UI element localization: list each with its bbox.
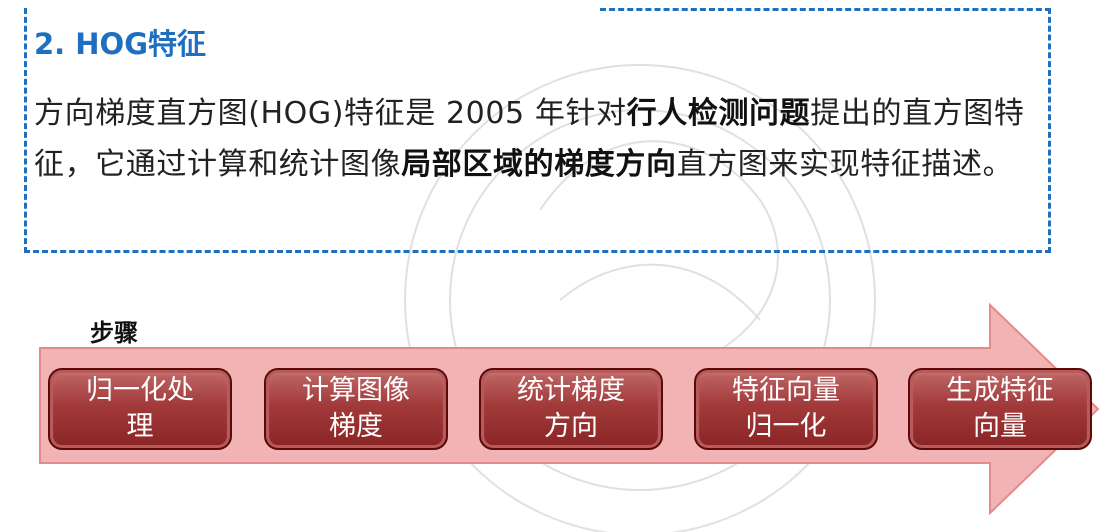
- step-label: 统计梯度 方向: [517, 375, 625, 442]
- step-label: 归一化处 理: [86, 375, 194, 442]
- paragraph-text: 提出的直方图特征，它通过计算和统计图像: [34, 96, 1025, 182]
- step-box: 统计梯度 方向: [479, 368, 663, 450]
- step-box: 计算图像 梯度: [264, 368, 448, 450]
- paragraph-text: 方向梯度直方图(HOG)特征是 2005 年针对: [34, 96, 627, 131]
- step-label: 计算图像 梯度: [302, 375, 410, 442]
- step-box: 生成特征 向量: [908, 368, 1092, 450]
- step-box: 归一化处 理: [48, 368, 232, 450]
- highlighted-term: 局部区域的梯度方向: [401, 147, 677, 182]
- step-label: 生成特征 向量: [946, 375, 1054, 442]
- description-paragraph: 方向梯度直方图(HOG)特征是 2005 年针对行人检测问题提出的直方图特征，它…: [34, 88, 1029, 190]
- paragraph-text: 直方图来实现特征描述。: [676, 147, 1014, 182]
- section-heading: 2. HOG特征: [34, 27, 207, 61]
- steps-label: 步骤: [90, 319, 138, 347]
- text-frame: [24, 8, 1051, 253]
- step-label: 特征向量 归一化: [732, 375, 840, 442]
- step-box: 特征向量 归一化: [694, 368, 878, 450]
- dashed-border-top: [600, 8, 1051, 11]
- highlighted-term: 行人检测问题: [626, 96, 811, 131]
